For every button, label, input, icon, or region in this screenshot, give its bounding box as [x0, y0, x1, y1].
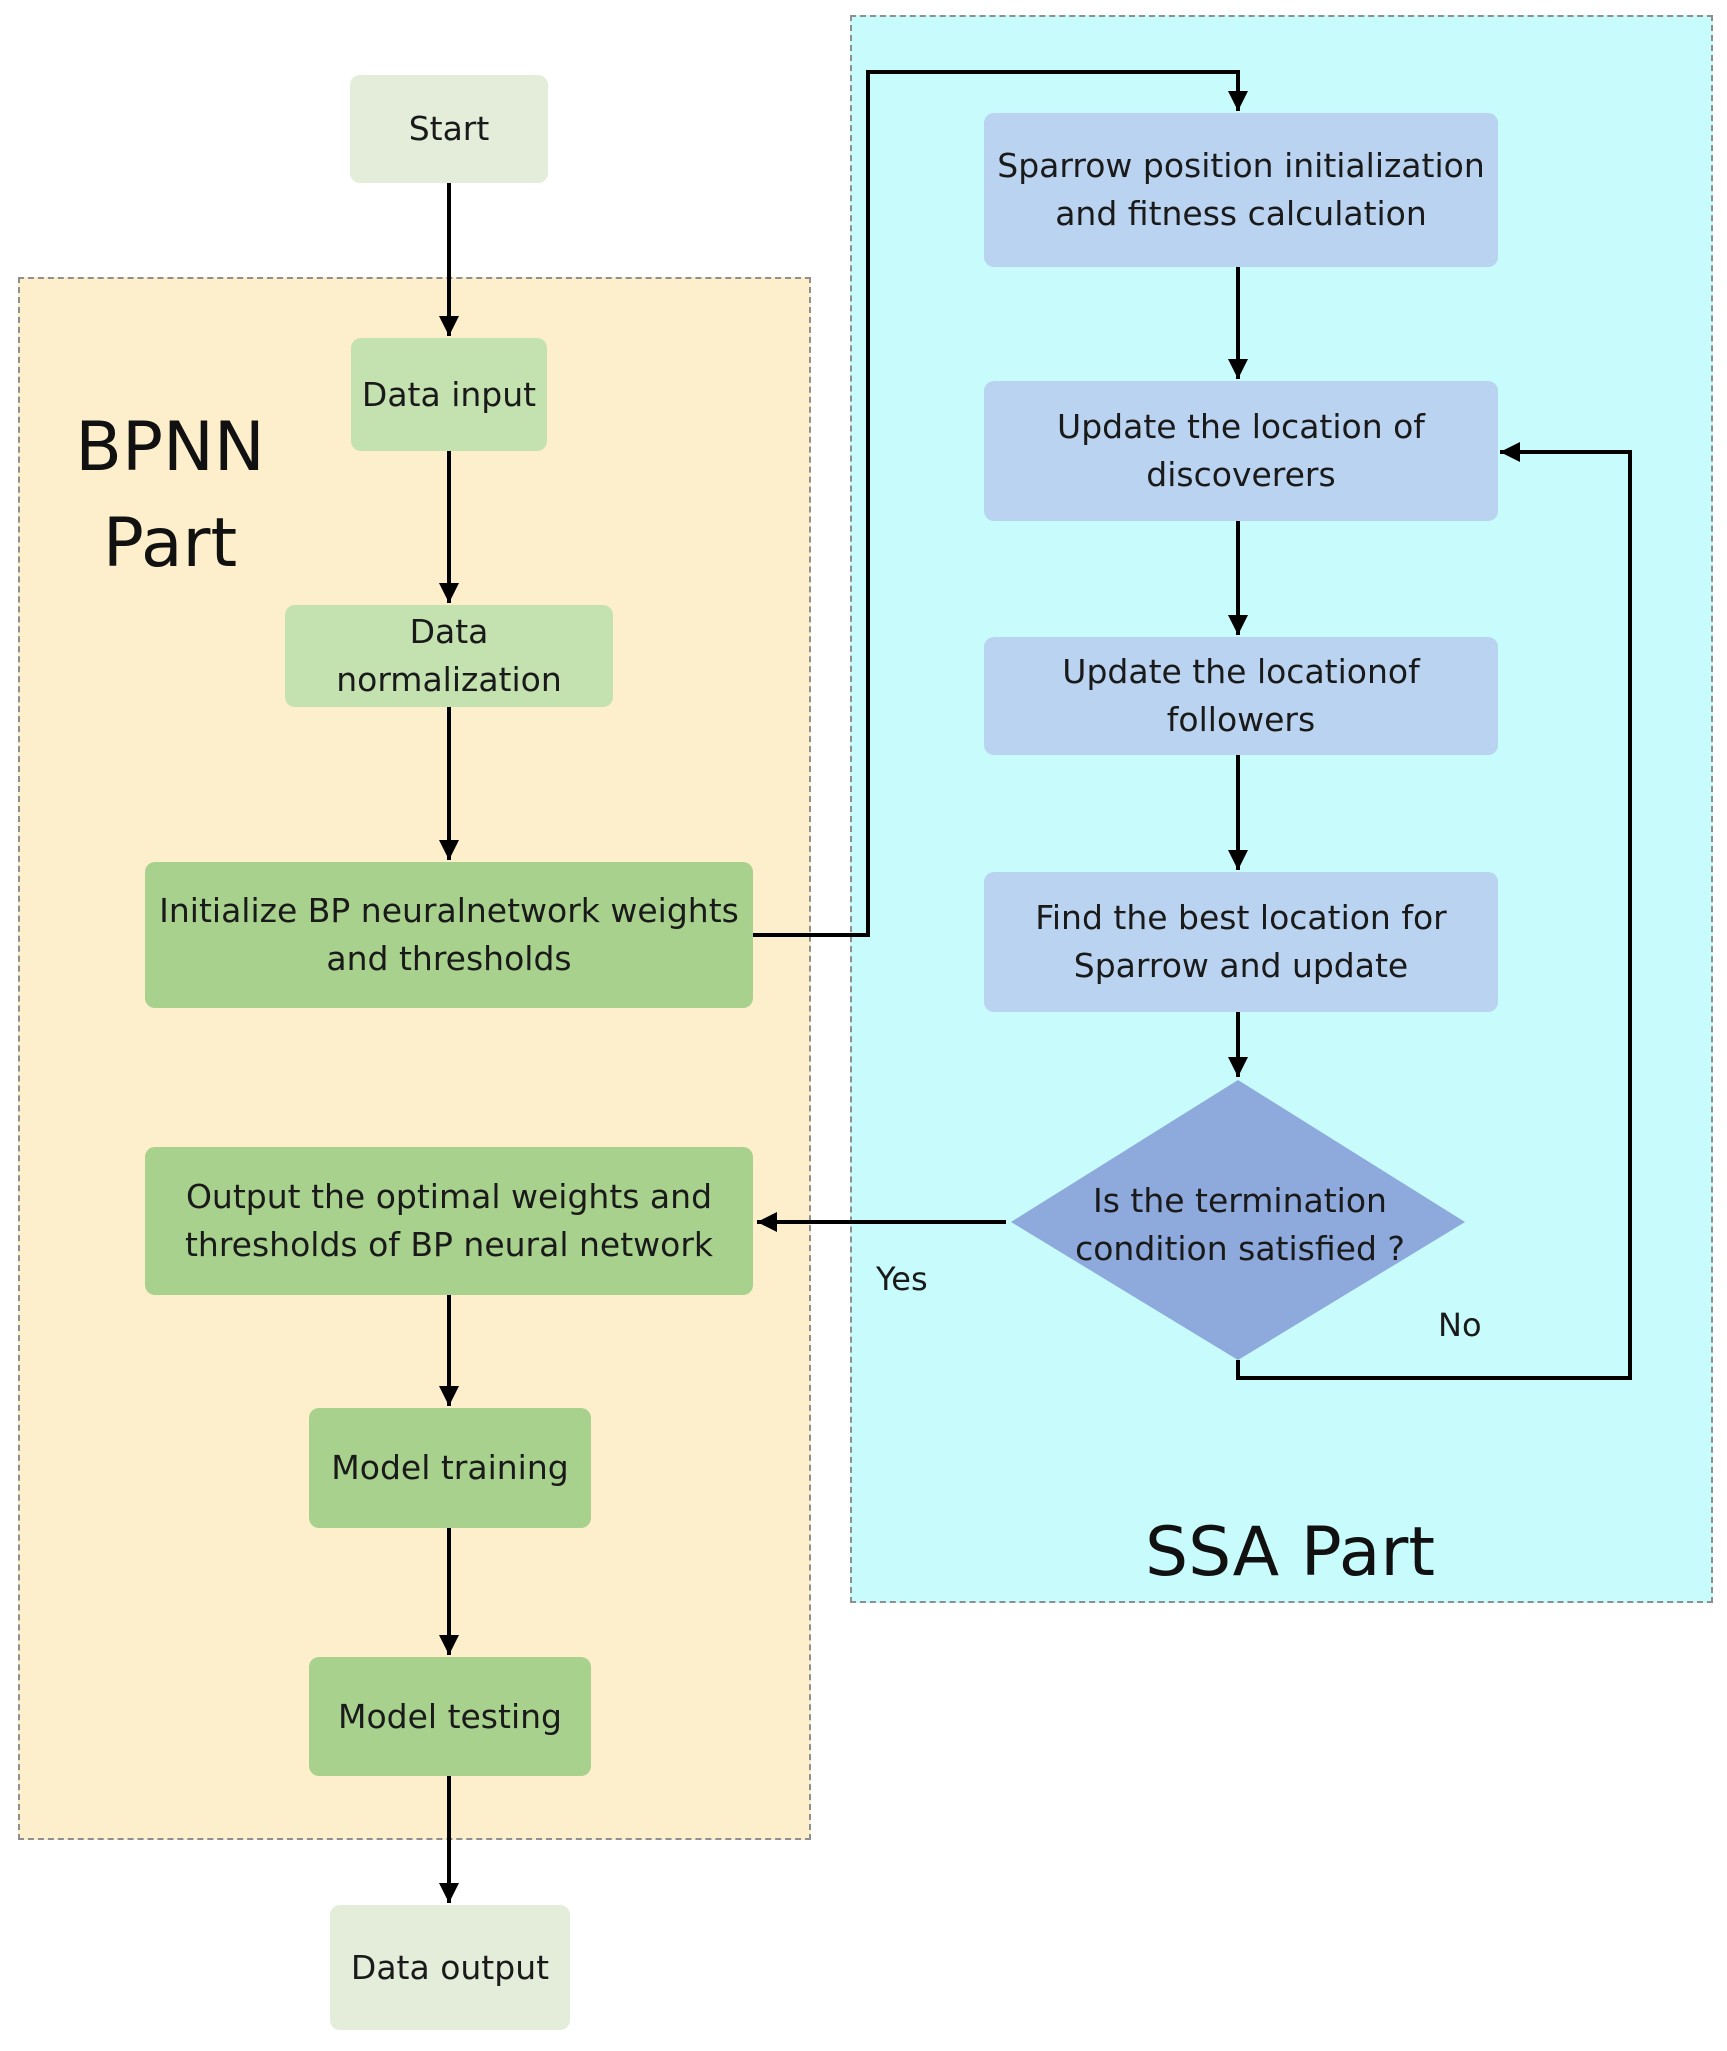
bpnn-part-label: BPNN Part [75, 408, 265, 583]
find-best-node: Find the best location for Sparrow and u… [984, 872, 1498, 1012]
ssa-part-label: SSA Part [1145, 1513, 1435, 1592]
model-training-node: Model training [309, 1408, 591, 1528]
model-testing-node: Model testing [309, 1657, 591, 1776]
data-normalization-node: Data normalization [285, 605, 613, 707]
bpnn-part-region [18, 277, 811, 1840]
update-discoverers-node: Update the location of discoverers [984, 381, 1498, 521]
no-label: No [1438, 1306, 1482, 1344]
initialize-bp-node: Initialize BP neuralnetwork weights and … [145, 862, 753, 1008]
sparrow-init-node: Sparrow position initialization and fitn… [984, 113, 1498, 267]
start-node: Start [350, 75, 548, 183]
yes-label: Yes [876, 1260, 928, 1298]
data-input-node: Data input [351, 338, 547, 451]
update-followers-node: Update the locationof followers [984, 637, 1498, 755]
output-optimal-node: Output the optimal weights and threshold… [145, 1147, 753, 1295]
termination-decision-label: Is the termination condition satisfied ? [1075, 1181, 1405, 1268]
data-output-node: Data output [330, 1905, 570, 2030]
